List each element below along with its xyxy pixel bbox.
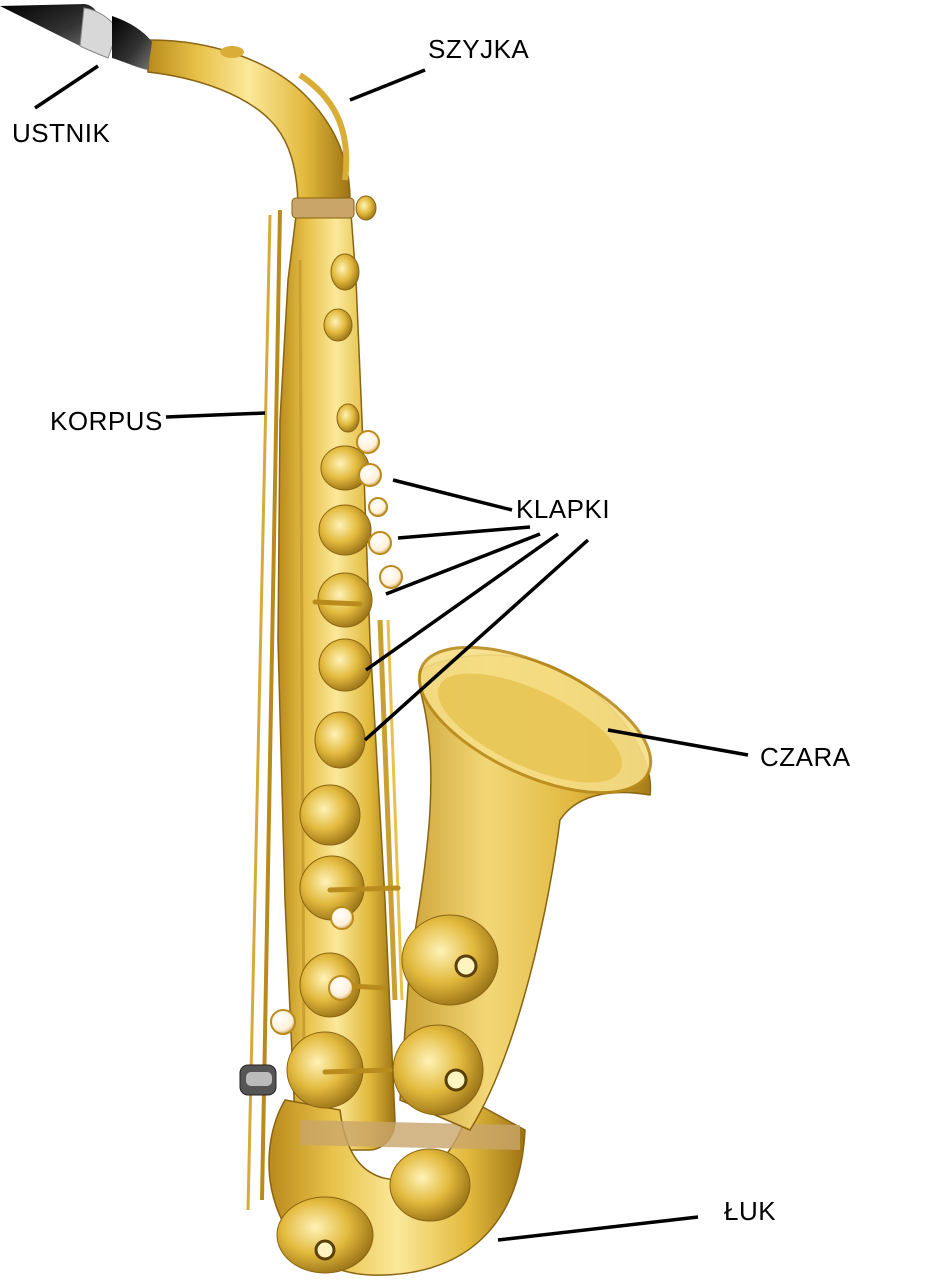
leader-line-keys-1 xyxy=(392,478,513,512)
pearl-buttons xyxy=(270,430,403,1035)
bell-keys xyxy=(392,914,499,1116)
bow-shape xyxy=(268,1098,526,1276)
label-body: KORPUS xyxy=(50,406,163,436)
leader-line-keys-5 xyxy=(363,538,590,742)
leader-line-keys-3 xyxy=(385,532,541,596)
label-keys: KLAPKI xyxy=(516,494,611,524)
neck-shape xyxy=(147,39,351,211)
bell-shape xyxy=(399,645,653,1131)
leader-line-keys-4 xyxy=(364,532,560,672)
leader-line-bell xyxy=(607,728,749,757)
label-bow: ŁUK xyxy=(724,1196,777,1226)
leader-lines xyxy=(34,64,749,1242)
mouthpiece-shape xyxy=(0,4,152,70)
leader-line-keys-2 xyxy=(397,525,531,540)
rod-mechanism xyxy=(246,209,404,1211)
label-neck: SZYJKA xyxy=(428,34,530,64)
label-bell: CZARA xyxy=(760,742,851,772)
leader-line-bow xyxy=(497,1215,699,1242)
label-mouthpiece: USTNIK xyxy=(12,118,111,148)
leader-line-mouthpiece xyxy=(34,64,99,110)
leader-line-neck xyxy=(349,68,426,102)
leader-line-body xyxy=(165,411,266,419)
